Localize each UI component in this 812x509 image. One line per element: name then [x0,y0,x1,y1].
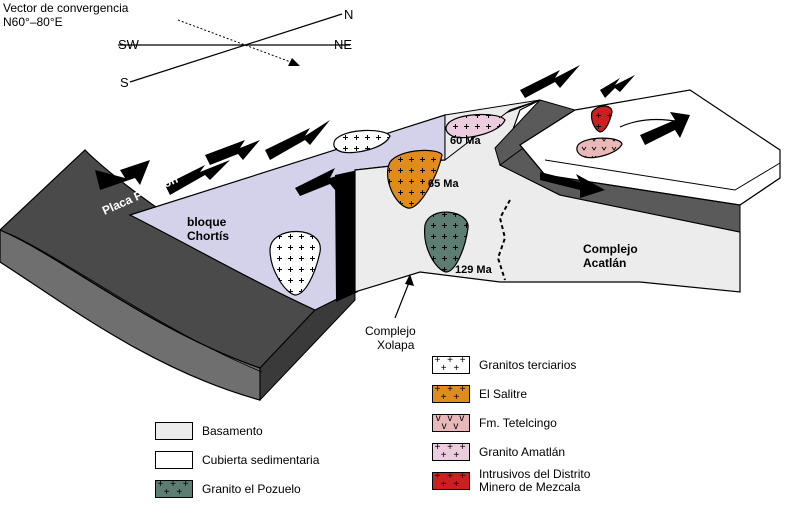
acatlan-cover [519,89,781,232]
legend-item: + + ++ + Granito Amatlán [432,441,565,463]
legend-item: + + ++ + Granito el Pozuelo [155,478,301,500]
legend-label: Fm. Tetelcingo [479,415,557,430]
legend-label-line1: Basamento [202,423,263,438]
xolapa-label-2: Xolapa [377,338,415,352]
arrow-2 [205,140,260,165]
north-label: N [344,7,354,22]
legend-label-line1: Cubierta sedimentaria [202,452,320,467]
acatlan-label-2: Acatlán [583,256,627,270]
fault-dashed-line [496,199,511,281]
arrow-3 [265,120,330,160]
northeast-label: NE [334,37,353,52]
arrow-5 [520,65,580,98]
legend-label-line1: Fm. Tetelcingo [479,415,557,430]
legend-label-line1: Granito Amatlán [479,444,566,459]
vector-range: N60°–80°E [3,15,63,29]
legend-label-line1: El Salitre [479,386,528,401]
legend-label: Granito el Pozuelo [202,481,301,496]
legend-label-line1: Granito el Pozuelo [202,481,301,496]
legend-label: Granitos terciarios [479,357,577,372]
arrow-1 [165,160,230,195]
arrow-4 [295,168,350,196]
compass [118,13,350,83]
age-65-label: 65 Ma [428,178,459,190]
legend-swatch: + + ++ + [432,472,470,490]
chortis-label: Chortís [187,229,229,243]
legend-item: + + ++ + El Salitre [432,383,527,405]
s-n-line [129,13,343,83]
legend-item: + + ++ + Granitos terciarios [432,354,576,376]
legend-swatch: + + ++ + [155,480,193,498]
convergence-vector-line [177,19,297,65]
intrusive-bodies [269,105,623,296]
convergence-vector-arrowhead [288,58,300,66]
arrow-placa [95,160,150,190]
arrow-8 [540,172,605,198]
legend-label: Basamento [202,423,263,438]
southwest-label: SW [118,37,139,52]
arrow-6 [600,75,635,98]
bloque-label: bloque [187,215,227,229]
age-129-label: 129 Ma [455,264,492,276]
legend-item: Cubierta sedimentaria [155,449,319,471]
legend-label: Cubierta sedimentaria [202,452,320,467]
xolapa-label-1: Complejo [365,324,416,338]
legend-item: Basamento [155,420,263,442]
age-60-label: 60 Ma [450,135,481,147]
legend-swatch: + + ++ + [432,385,470,403]
xolapa-pointer-arrowhead [405,274,414,286]
vector-title: Vector de convergencia [3,1,129,15]
legend-swatch [155,451,193,469]
legend-label: El Salitre [479,386,528,401]
legend-label-line1: Granitos terciarios [479,357,577,372]
south-label: S [120,75,129,90]
legend-label: Granito Amatlán [479,444,566,459]
xolapa-pointer-line [394,279,411,319]
acatlan-label-1: Complejo [583,242,638,256]
arrow-7 [640,112,690,145]
motion-arrows [95,65,690,198]
legend-label-line1: Intrusivos del Distrito [479,467,591,481]
legend-swatch: + + ++ + [432,356,470,374]
legend-label-line2: Minero de Mezcala [479,480,581,494]
legend-swatch: + + ++ + [432,443,470,461]
legend-swatch [155,422,193,440]
